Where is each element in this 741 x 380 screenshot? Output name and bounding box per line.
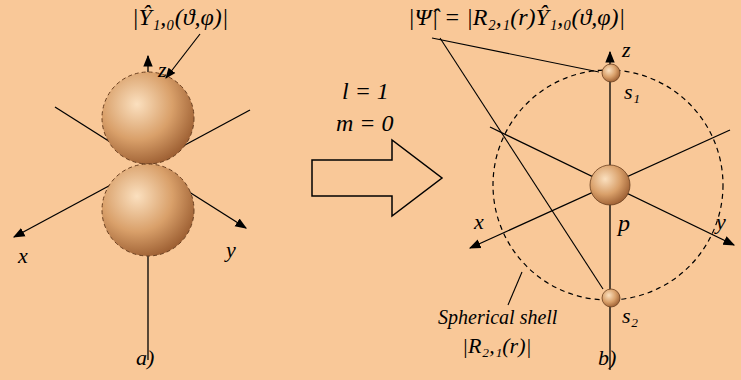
lower-lobe <box>102 164 194 256</box>
orbital-label: p <box>618 210 630 236</box>
quantum-number: l = 1 <box>342 78 389 104</box>
leader-line <box>508 272 522 305</box>
axis-label: x <box>18 244 28 268</box>
upper-lobe <box>102 72 194 164</box>
axis-label: z <box>158 58 167 82</box>
y-axis <box>490 127 734 245</box>
orbital-label: s₂ <box>622 304 638 328</box>
leader-line <box>432 38 599 72</box>
panel-label: a) <box>136 346 154 370</box>
quantum-number: m = 0 <box>336 110 394 136</box>
axis-label: z <box>622 38 631 62</box>
function-label: |R₂,₁(r)| <box>462 334 532 358</box>
leader-line <box>440 38 603 289</box>
spherical-shell <box>493 70 723 300</box>
transition-arrow <box>312 140 442 216</box>
panel-label: b) <box>598 346 616 370</box>
s1-sphere <box>602 64 620 82</box>
orbital-label: s₁ <box>624 80 640 104</box>
angular-plot <box>14 56 250 360</box>
shell-label: Spherical shell <box>438 306 557 328</box>
x-axis <box>470 130 730 248</box>
axis-label: y <box>716 210 726 234</box>
s2-sphere <box>602 289 620 307</box>
z-axis <box>609 52 610 370</box>
leader-line <box>166 34 200 78</box>
axis-label: y <box>226 238 236 262</box>
axis-label: x <box>474 210 484 234</box>
function-label: |Ψ̂| = |R₂,₁(r)Ŷ₁,₀(ϑ,φ)| <box>408 4 625 30</box>
function-label: |Ŷ₁,₀(ϑ,φ)| <box>132 4 228 30</box>
p-sphere <box>590 165 630 205</box>
